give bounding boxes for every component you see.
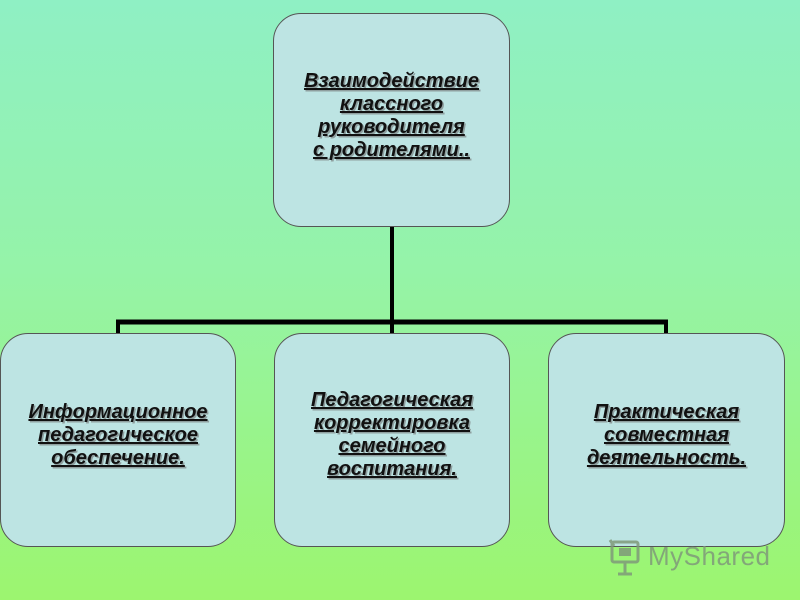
child-node-label: Педагогическая корректировка семейного в…	[311, 389, 473, 480]
child-node-practice: Практическая совместная деятельность.	[548, 333, 785, 547]
watermark-logo: MyShared	[608, 536, 771, 576]
child-node-correction: Педагогическая корректировка семейного в…	[274, 333, 510, 547]
root-node: Взаимодействие классного руководителя с …	[273, 13, 510, 227]
child-node-label: Практическая совместная деятельность.	[586, 401, 747, 469]
presentation-board-icon	[608, 539, 640, 576]
watermark-text: MyShared	[648, 540, 771, 571]
child-node-information: Информационное педагогическое обеспечени…	[0, 333, 236, 547]
root-node-label: Взаимодействие классного руководителя с …	[303, 70, 480, 161]
child-node-label: Информационное педагогическое обеспечени…	[28, 401, 208, 469]
